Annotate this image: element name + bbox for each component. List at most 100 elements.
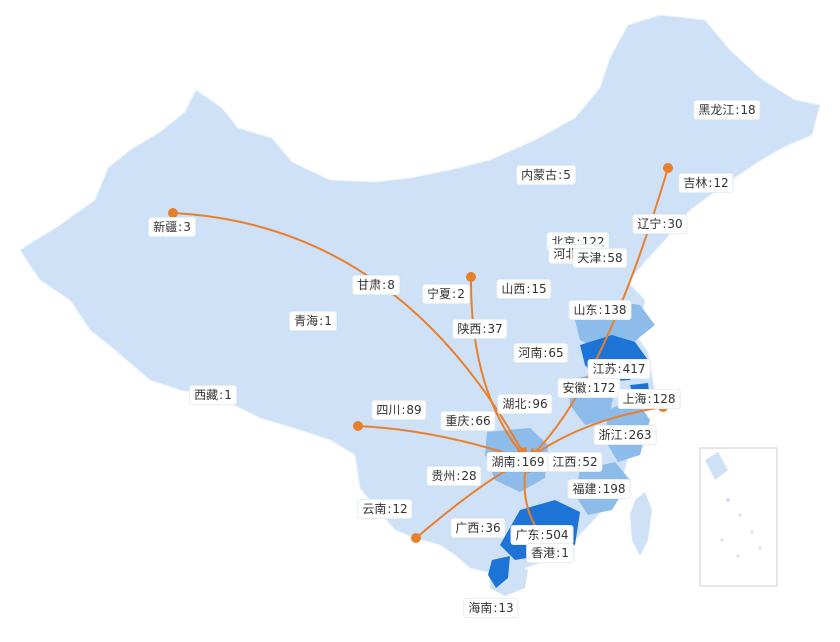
label-separator: :	[319, 314, 324, 328]
region-name: 重庆	[445, 414, 470, 428]
region-value: 417	[622, 362, 646, 376]
region-value: 169	[521, 455, 545, 469]
region-label[interactable]: 辽宁:30	[632, 214, 688, 234]
region-label[interactable]: 陕西:37	[452, 319, 508, 339]
label-separator: :	[526, 282, 531, 296]
region-label[interactable]: 广西:36	[450, 518, 506, 538]
label-separator: :	[577, 455, 582, 469]
region-label[interactable]: 江西:52	[547, 452, 603, 472]
region-value: 504	[545, 528, 569, 542]
region-label[interactable]: 重庆:66	[440, 411, 496, 431]
region-name: 云南	[362, 502, 387, 516]
label-separator: :	[647, 392, 652, 406]
region-name: 安徽	[562, 381, 587, 395]
region-label[interactable]: 江苏:417	[587, 359, 651, 379]
region-label[interactable]: 山东:138	[568, 300, 632, 320]
region-name: 海南	[468, 601, 493, 615]
region-name: 河北	[553, 247, 578, 261]
region-label[interactable]: 吉林:12	[678, 173, 734, 193]
region-label[interactable]: 上海:128	[617, 389, 681, 409]
region-label[interactable]: 浙江:263	[593, 425, 657, 445]
region-name: 湖南	[491, 455, 516, 469]
region-value: 66	[475, 414, 491, 428]
region-label[interactable]: 河南:65	[513, 343, 569, 363]
region-value: 2	[457, 287, 465, 301]
label-separator: :	[540, 528, 545, 542]
region-name: 江苏	[592, 362, 617, 376]
region-value: 28	[461, 469, 477, 483]
region-name: 内蒙古	[521, 168, 558, 182]
label-separator: :	[662, 217, 667, 231]
region-label[interactable]: 广东:504	[510, 525, 574, 545]
region-label[interactable]: 福建:198	[567, 479, 631, 499]
region-guangdong-leizhou	[488, 556, 510, 588]
label-separator: :	[708, 176, 713, 190]
region-name: 黑龙江	[698, 103, 735, 117]
region-label[interactable]: 山西:15	[496, 279, 552, 299]
label-separator: :	[617, 362, 622, 376]
region-value: 18	[740, 103, 756, 117]
region-label[interactable]: 云南:12	[357, 499, 413, 519]
region-value: 89	[406, 403, 422, 417]
region-label[interactable]: 海南:13	[463, 598, 519, 618]
region-label[interactable]: 安徽:172	[557, 378, 621, 398]
region-name: 四川	[376, 403, 401, 417]
region-label[interactable]: 西藏:1	[189, 385, 237, 405]
region-label[interactable]: 青海:1	[289, 311, 337, 331]
region-label[interactable]: 黑龙江:18	[693, 100, 761, 120]
label-separator: :	[543, 346, 548, 360]
region-value: 128	[652, 392, 676, 406]
region-label[interactable]: 内蒙古:5	[516, 165, 576, 185]
region-name: 湖北	[502, 397, 527, 411]
region-name: 天津	[577, 251, 602, 265]
region-label[interactable]: 湖北:96	[497, 394, 553, 414]
region-name: 江西	[552, 455, 577, 469]
flow-origin-marker	[411, 533, 421, 543]
region-name: 广西	[455, 521, 480, 535]
region-value: 5	[563, 168, 571, 182]
flow-origin-marker	[466, 272, 476, 282]
region-name: 吉林	[683, 176, 708, 190]
region-value: 52	[582, 455, 598, 469]
flow-origin-marker	[353, 421, 363, 431]
region-name: 福建	[572, 482, 597, 496]
flow-origin-marker	[663, 163, 673, 173]
region-label[interactable]: 宁夏:2	[422, 284, 470, 304]
region-value: 8	[387, 278, 395, 292]
region-name: 河南	[518, 346, 543, 360]
label-separator: :	[480, 521, 485, 535]
region-value: 13	[498, 601, 514, 615]
region-label[interactable]: 新疆:3	[148, 217, 196, 237]
label-separator: :	[452, 287, 457, 301]
label-separator: :	[558, 168, 563, 182]
region-value: 1	[224, 388, 232, 402]
label-separator: :	[556, 546, 561, 560]
region-name: 陕西	[457, 322, 482, 336]
region-label[interactable]: 香港:1	[526, 543, 574, 563]
region-value: 138	[603, 303, 627, 317]
label-separator: :	[482, 322, 487, 336]
region-value: 65	[548, 346, 564, 360]
region-value: 96	[532, 397, 548, 411]
region-value: 172	[592, 381, 616, 395]
label-separator: :	[735, 103, 740, 117]
region-value: 263	[628, 428, 652, 442]
region-value: 30	[667, 217, 683, 231]
region-label[interactable]: 甘肃:8	[352, 275, 400, 295]
region-value: 15	[531, 282, 547, 296]
flow-line	[469, 276, 528, 461]
region-name: 香港	[531, 546, 556, 560]
label-separator: :	[602, 251, 607, 265]
region-label[interactable]: 四川:89	[371, 400, 427, 420]
region-value: 1	[324, 314, 332, 328]
region-value: 12	[392, 502, 408, 516]
region-name: 上海	[622, 392, 647, 406]
label-separator: :	[598, 303, 603, 317]
region-label[interactable]: 湖南:169	[486, 452, 550, 472]
region-label[interactable]: 贵州:28	[426, 466, 482, 486]
label-separator: :	[623, 428, 628, 442]
region-name: 新疆	[153, 220, 178, 234]
region-label[interactable]: 天津:58	[572, 248, 628, 268]
flow-origin-marker	[168, 208, 178, 218]
